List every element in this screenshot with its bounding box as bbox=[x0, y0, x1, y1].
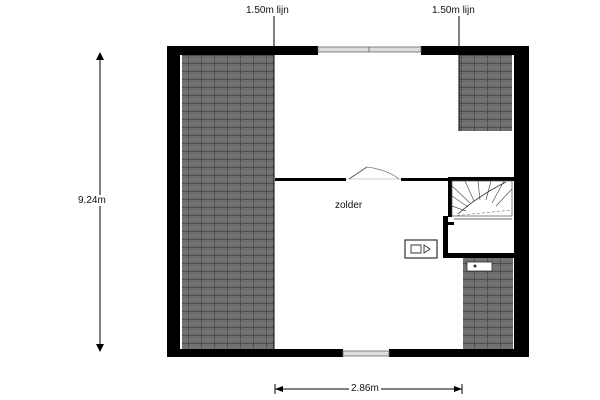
sightline-right-label: 1.50m lijn bbox=[432, 5, 475, 16]
height-dimension-label: 9.24m bbox=[78, 195, 106, 206]
roof-slope-left bbox=[182, 55, 274, 349]
boiler-icon bbox=[404, 239, 438, 259]
staircase-icon bbox=[448, 177, 514, 217]
roof-slope-right-bottom bbox=[463, 258, 513, 349]
window-bottom bbox=[342, 348, 390, 359]
stair-enclosure bbox=[443, 216, 514, 258]
window-top bbox=[317, 44, 422, 55]
sink-icon bbox=[466, 261, 493, 272]
room-label: zolder bbox=[335, 200, 363, 211]
roof-slope-right-top bbox=[459, 55, 512, 131]
width-dimension-label: 2.86m bbox=[349, 383, 381, 394]
sightline-left-label: 1.50m lijn bbox=[246, 5, 289, 16]
door-swing-icon bbox=[346, 166, 401, 180]
internal-wall bbox=[275, 178, 451, 181]
